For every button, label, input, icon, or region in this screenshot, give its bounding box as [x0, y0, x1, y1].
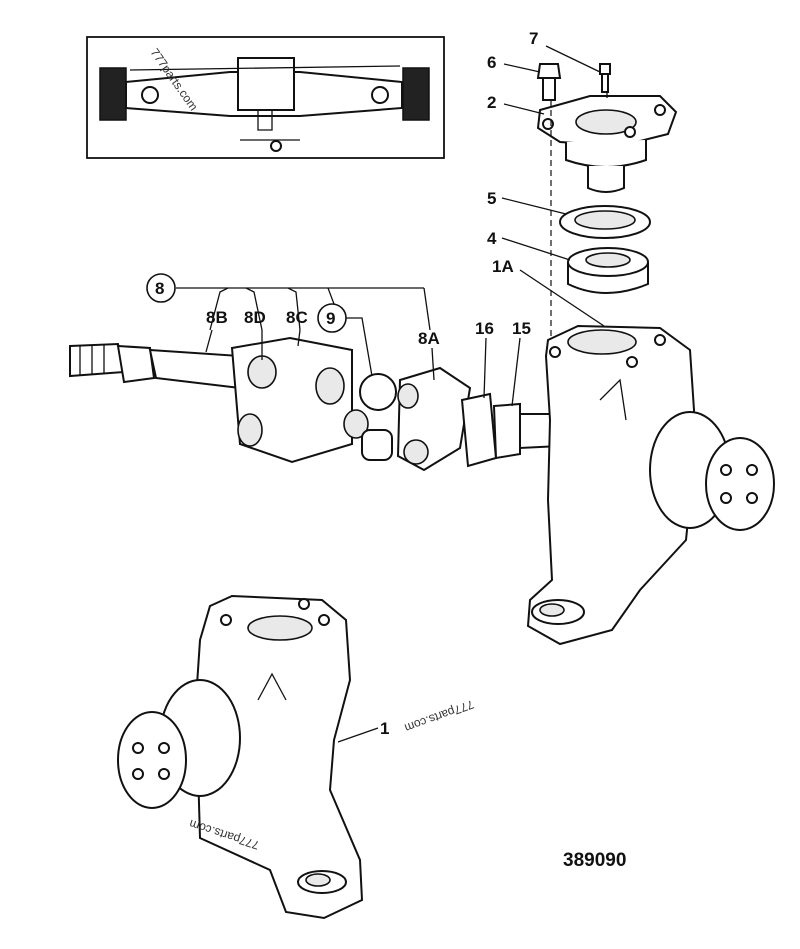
inset-drop-bracket	[257, 110, 273, 131]
callout-9: 9	[326, 309, 335, 328]
grease-nipple-7	[599, 63, 611, 93]
shaft-spline-end	[69, 342, 126, 378]
swivel-hub-1	[117, 594, 364, 920]
axle-overview-inset: 777parts.com	[86, 36, 445, 159]
seal-5	[559, 205, 651, 239]
middle-watermark: 777parts.com	[403, 697, 476, 735]
callout-8a: 8A	[418, 329, 440, 348]
callout-8: 8	[155, 279, 164, 298]
callout-1a: 1A	[492, 257, 514, 276]
spider-9	[359, 373, 397, 411]
inset-track-rod	[129, 65, 401, 71]
bolt-6	[536, 63, 562, 101]
callout-2: 2	[487, 93, 496, 112]
top-cap-2	[536, 95, 678, 193]
callout-1: 1	[380, 719, 389, 738]
drawing-reference-number: 389090	[563, 850, 626, 871]
bearing-4	[567, 247, 649, 294]
callout-8b: 8B	[206, 308, 228, 327]
leader-lines	[176, 45, 605, 743]
callout-8-circle	[146, 273, 176, 303]
swivel-hub-1a	[526, 324, 775, 646]
inset-right-wheel	[402, 67, 430, 121]
inset-differential	[237, 57, 295, 111]
driveshaft-assembly	[69, 336, 561, 472]
inset-left-wheel	[99, 67, 127, 121]
callout-8c: 8C	[286, 308, 308, 327]
collar-16	[460, 392, 498, 468]
callout-4: 4	[487, 229, 497, 248]
inset-right-hub	[371, 86, 389, 104]
callout-5: 5	[487, 189, 496, 208]
callout-8d: 8D	[244, 308, 266, 327]
callout-6: 6	[487, 53, 496, 72]
inset-left-hub	[141, 86, 159, 104]
callout-9-circle	[317, 303, 347, 333]
callout-15: 15	[512, 319, 531, 338]
stub-shaft-15	[492, 402, 521, 460]
inset-pivot	[270, 140, 282, 152]
shaft-8b	[148, 348, 241, 390]
callout-16: 16	[475, 319, 494, 338]
callout-7: 7	[529, 29, 538, 48]
